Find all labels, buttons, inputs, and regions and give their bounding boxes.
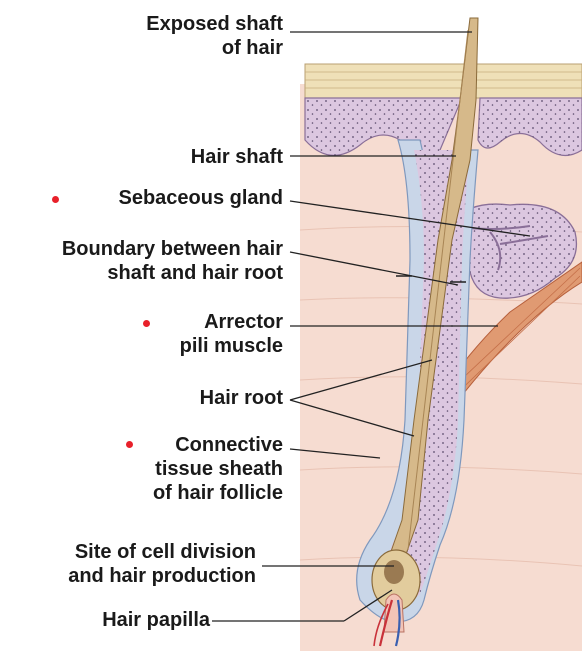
hair-papilla — [383, 593, 405, 633]
label-sebaceous-gland: Sebaceous gland — [118, 187, 284, 209]
label-hair-papilla: Hair papilla — [102, 609, 210, 631]
leader-hair-root-1 — [289, 359, 433, 401]
label-hair-shaft: Hair shaft — [190, 146, 283, 168]
leader-lines — [212, 31, 531, 622]
hair-matrix — [384, 560, 404, 584]
leader-boundary — [289, 251, 459, 286]
leader-papilla-diag — [343, 589, 393, 622]
label-cell-division: Site of cell division and hair productio… — [68, 541, 256, 587]
label-boundary: Boundary between hair shaft and hair roo… — [61, 238, 283, 284]
blood-vessel-red — [378, 599, 394, 647]
label-connective: Connective tissue sheath of hair follicl… — [152, 434, 283, 504]
red-dot-icon — [52, 196, 59, 203]
stratum-corneum-right — [475, 63, 582, 99]
red-dot-icon — [143, 320, 150, 327]
leader-sebaceous-gland — [289, 200, 531, 237]
label-hair-root: Hair root — [199, 387, 283, 409]
leader-hair-root-2 — [289, 399, 415, 437]
red-dot-icon — [126, 441, 133, 448]
label-arrector: Arrector pili muscle — [179, 311, 283, 357]
blood-vessel-blue — [394, 599, 401, 647]
stratum-corneum — [304, 63, 469, 99]
label-exposed-shaft: Exposed shaft of hair — [146, 13, 283, 59]
leader-connective — [289, 448, 381, 459]
